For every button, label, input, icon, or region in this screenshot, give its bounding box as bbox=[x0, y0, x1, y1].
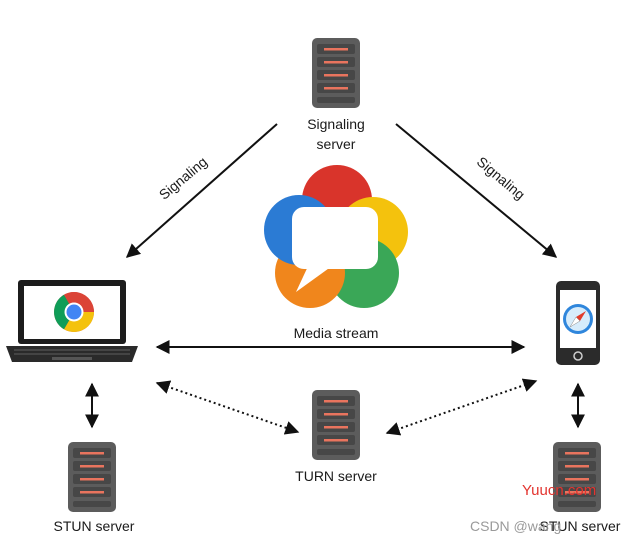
laptop-chrome-icon bbox=[6, 280, 138, 362]
stun-server-right-icon bbox=[553, 442, 601, 512]
turn-arrow-left bbox=[157, 383, 298, 432]
turn-server-icon bbox=[312, 390, 360, 460]
turn-arrow-right bbox=[387, 381, 536, 433]
watermark-credit: CSDN @wang bbox=[470, 518, 561, 534]
stun-server-left-icon bbox=[68, 442, 116, 512]
signaling-arrow-right bbox=[396, 124, 556, 257]
signaling-arrow-left bbox=[127, 124, 277, 257]
watermark-site: Yuucn.com bbox=[522, 482, 596, 499]
media-stream-label: Media stream bbox=[276, 325, 396, 341]
safari-compass-icon bbox=[563, 304, 593, 334]
stun-server-left-label: STUN server bbox=[44, 518, 144, 534]
turn-server-label: TURN server bbox=[286, 468, 386, 484]
phone-safari-icon bbox=[556, 281, 600, 365]
signaling-server-label-line1: Signaling bbox=[296, 116, 376, 132]
signaling-server-icon bbox=[312, 38, 360, 108]
signaling-server-label-line2: server bbox=[296, 136, 376, 152]
chrome-logo-icon bbox=[54, 292, 94, 332]
webrtc-logo-icon bbox=[264, 165, 408, 308]
